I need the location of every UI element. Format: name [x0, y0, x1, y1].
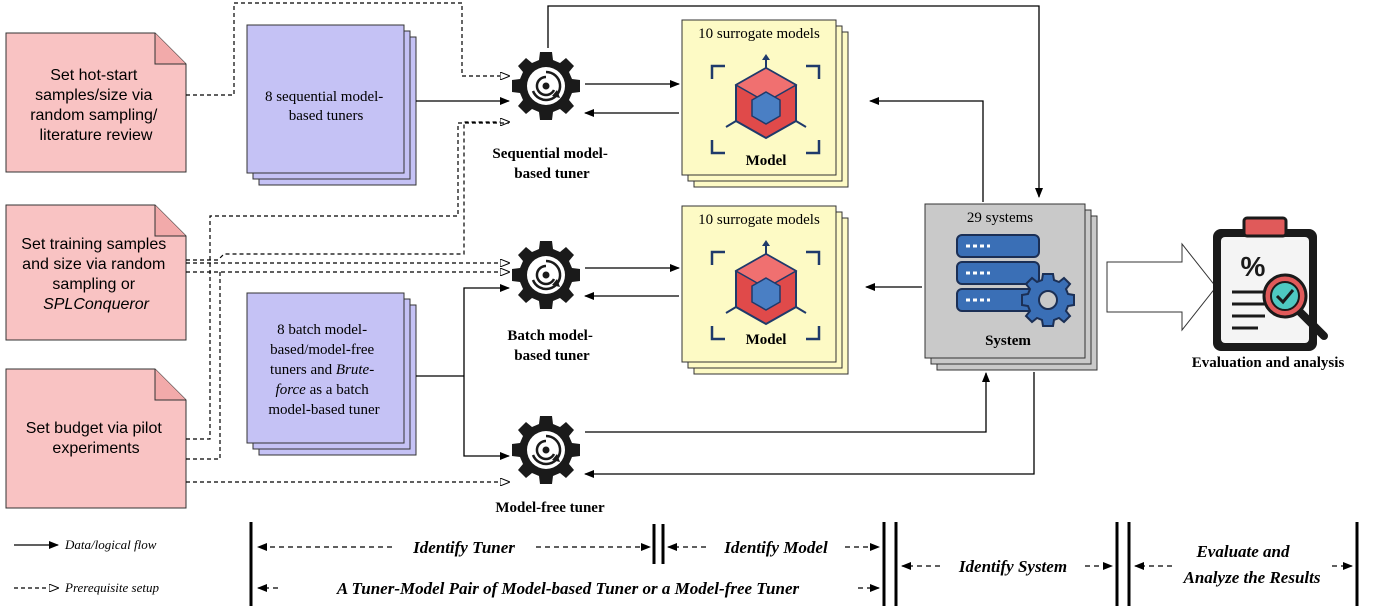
model-free-tuner-label: Model-free tuner — [495, 500, 605, 516]
batch-stack-line-1: 8 batch model- — [277, 322, 367, 338]
hot-start-line-3: random sampling/ — [30, 107, 158, 124]
batch-stack-line-4a: force — [276, 382, 307, 398]
sequential-stack-line-2: based tuners — [289, 108, 364, 124]
phase-pair: A Tuner-Model Pair of Model-based Tuner … — [336, 579, 800, 598]
phase-identify-tuner: Identify Tuner — [412, 538, 515, 557]
training-note: Set training samples and size via random… — [5, 204, 187, 341]
batch-tuner-label-1: Batch model- — [507, 328, 592, 344]
phase-evaluate-line-1: Evaluate and — [1195, 542, 1290, 561]
magnifier-check-icon — [1262, 273, 1328, 340]
top-model-title: 10 surrogate models — [698, 26, 820, 42]
batch-stack-line-5: model-based tuner — [268, 402, 379, 418]
sequential-tuner-label-2: based tuner — [514, 166, 590, 182]
sequential-tuner-gear-icon — [510, 50, 582, 122]
batch-tuner-gear-icon — [510, 239, 582, 311]
evaluation-label: Evaluation and analysis — [1192, 355, 1345, 371]
svg-text:Set budget via pilot exp: Set budget via pilot experiments — [26, 420, 167, 457]
legend-data-flow: Data/logical flow — [64, 537, 157, 552]
svg-text:Set training samples and: Set training samples and size via random… — [21, 236, 170, 313]
sequential-tuner-label-1: Sequential model- — [492, 146, 607, 162]
phase-identify-system: Identify System — [958, 557, 1067, 576]
top-model-cube-icon — [710, 54, 821, 155]
bottom-model-title: 10 surrogate models — [698, 212, 820, 228]
hot-start-note: Set hot-start samples/size via random sa… — [5, 32, 187, 173]
data-flow-connectors — [416, 5, 1043, 478]
training-line-3: sampling or — [52, 276, 135, 293]
hot-start-line-4: literature review — [40, 127, 153, 144]
server-icon — [956, 234, 1040, 312]
system-gear-icon — [1021, 273, 1075, 327]
phase-identify-model: Identify Model — [723, 538, 828, 557]
svg-text:8 sequential model- base: 8 sequential model- based tuners — [265, 89, 387, 124]
svg-text:8 batch model- based/mod: 8 batch model- based/model-free tuners a… — [268, 322, 379, 418]
budget-line-1: Set budget via pilot — [26, 420, 163, 437]
legend-prereq: Prerequisite setup — [64, 580, 159, 595]
system-label: System — [985, 333, 1031, 349]
svg-text:Set hot-start samples/si: Set hot-start samples/size via random sa… — [30, 67, 162, 144]
system-stack: 29 systems System — [924, 203, 1098, 371]
training-tool: SPLConqueror — [43, 296, 150, 313]
phase-arrows — [257, 543, 1353, 592]
model-free-tuner-gear-icon — [510, 414, 582, 486]
sequential-stack-line-1: 8 sequential model- — [265, 89, 383, 105]
bottom-model-cube-icon — [710, 240, 821, 341]
bottom-model-label: Model — [746, 332, 787, 348]
batch-stack-line-3a: tuners and — [270, 362, 336, 378]
training-line-1: Set training samples — [21, 236, 166, 253]
batch-stack-line-4b: as a batch — [306, 382, 369, 398]
system-title: 29 systems — [967, 210, 1033, 226]
top-model-label: Model — [746, 153, 787, 169]
hot-start-line-2: samples/size via — [35, 87, 152, 104]
prereq-connectors — [186, 2, 509, 482]
budget-note: Set budget via pilot experiments — [5, 368, 187, 509]
phase-evaluate-line-2: Analyze the Results — [1183, 568, 1321, 587]
batch-tuner-label-2: based tuner — [514, 348, 590, 364]
phase-dividers — [249, 522, 1359, 606]
percent-symbol: % — [1241, 251, 1266, 282]
batch-tuners-stack: 8 batch model- based/model-free tuners a… — [246, 292, 417, 456]
bottom-model-stack: 10 surrogate models Model — [681, 205, 849, 375]
top-model-stack: 10 surrogate models Model — [681, 19, 849, 188]
svg-text:Sequential model- based tu: Sequential model- based tuner — [492, 146, 611, 182]
batch-stack-line-2: based/model-free — [270, 342, 374, 358]
legend: Data/logical flow Prerequisite setup — [14, 537, 159, 595]
svg-text:Batch model- based tuner: Batch model- based tuner — [507, 328, 596, 364]
evaluation-block-arrow — [1106, 242, 1217, 332]
sequential-tuners-stack: 8 sequential model- based tuners — [246, 24, 417, 186]
batch-stack-line-3b: Brute- — [336, 362, 374, 378]
hot-start-line-1: Set hot-start — [50, 67, 138, 84]
training-line-2: and size via random — [22, 256, 165, 273]
budget-line-2: experiments — [52, 440, 139, 457]
